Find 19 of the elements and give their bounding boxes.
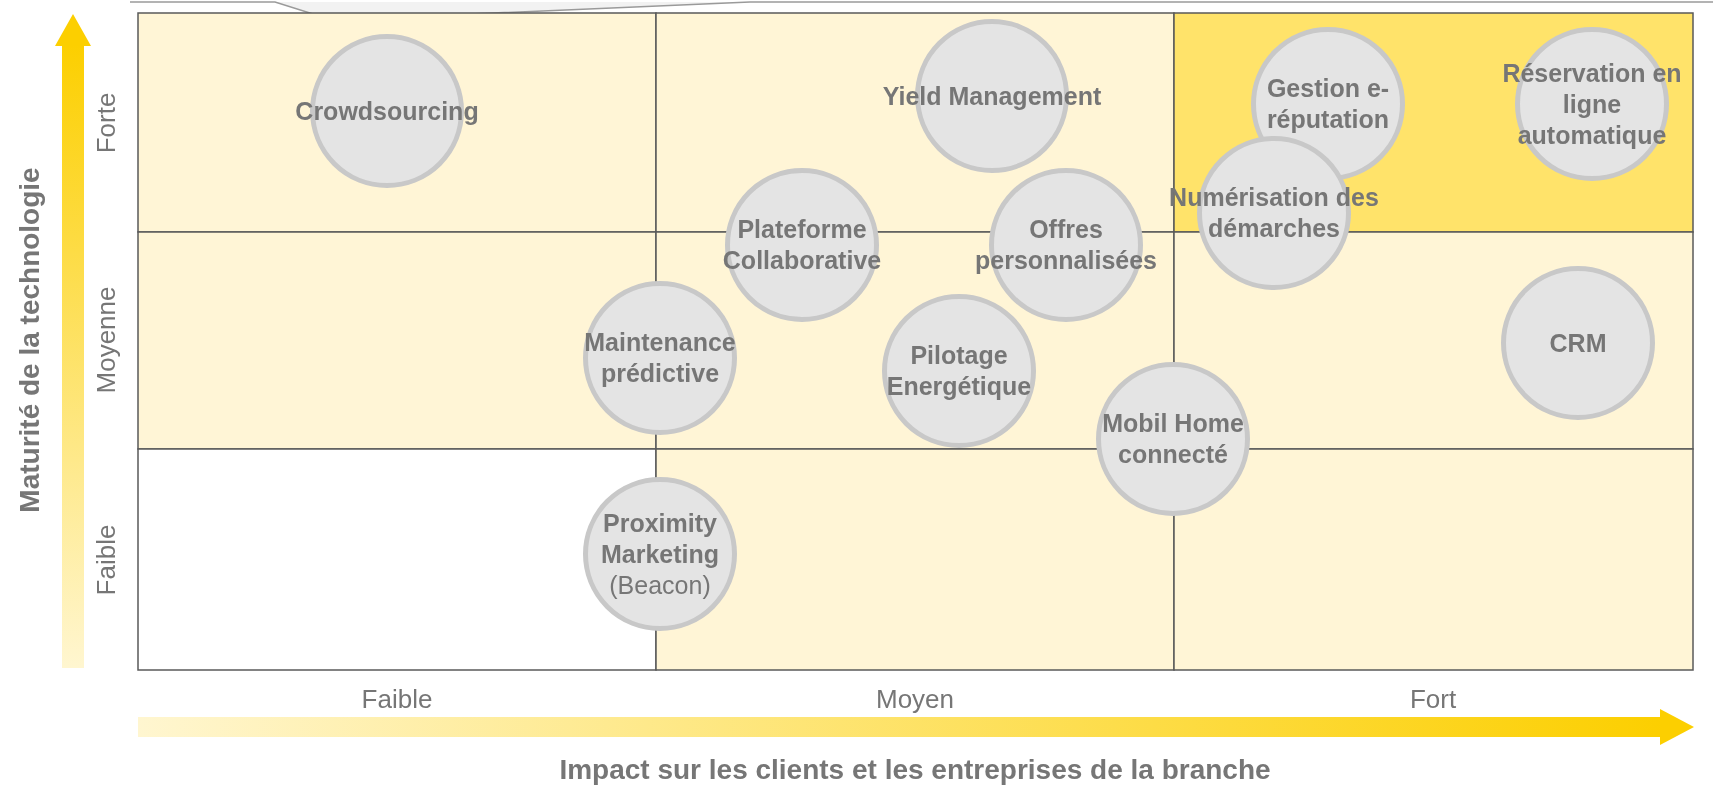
axis-tick-label: Forte	[90, 92, 122, 154]
axis-tick-label: Faible	[90, 524, 122, 596]
bubble-label: Plateforme Collaborative	[721, 214, 883, 276]
axis-tick-label: Moyen	[876, 683, 954, 715]
axis-tick-label: Faible	[361, 683, 433, 715]
bubble-label: CRM	[1548, 327, 1608, 359]
axis-title: Impact sur les clients et les entreprises de la branche	[559, 754, 1271, 786]
bubble-label: Pilotage Energétique	[885, 340, 1033, 402]
axis-tick-label: Fort	[1409, 683, 1457, 715]
bubble-label: Proximity Marketing	[599, 507, 721, 570]
axis-title: Maturité de la technologie	[14, 167, 46, 513]
bubble-label: Offres personnalisées	[974, 214, 1158, 276]
bubble-label: Maintenance prédictive	[583, 327, 737, 389]
bubble-label: Yield Management	[882, 80, 1102, 112]
axis-tick-label: Moyenne	[90, 286, 122, 394]
bubble-note: (Beacon)	[608, 569, 712, 601]
bubble-label: Crowdsourcing	[294, 95, 480, 127]
bubble-label: Gestion e-réputation	[1265, 73, 1391, 135]
bubble-label: Mobil Home connecté	[1101, 408, 1245, 470]
